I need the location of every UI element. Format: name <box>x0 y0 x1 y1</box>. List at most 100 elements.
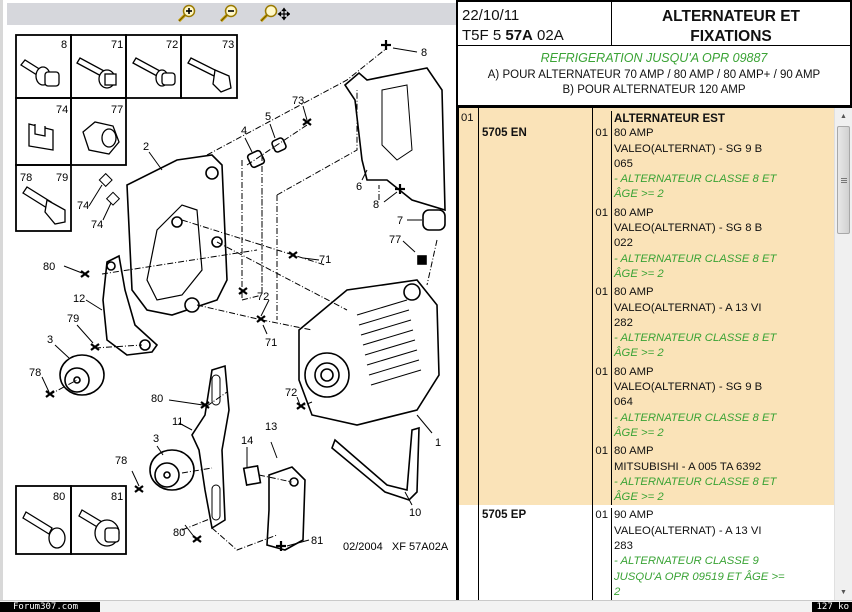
site-label: Forum307.com <box>0 602 100 612</box>
item-text: 022 <box>614 237 633 250</box>
fastener-mark <box>288 251 298 259</box>
item-note: - ALTERNATEUR CLASSE 8 ET <box>614 411 777 424</box>
qty-spacer <box>593 202 612 206</box>
part-note-line: - ALTERNATEUR CLASSE 8 ET <box>593 474 837 491</box>
header-date: 22/10/11 <box>462 7 520 24</box>
part-note-line: - ALTERNATEUR CLASSE 8 ET <box>593 331 837 347</box>
title-line-2: FIXATIONS <box>690 28 772 45</box>
scrollbar-thumb[interactable] <box>837 126 850 234</box>
clip-74-icon <box>28 123 54 151</box>
part-note-line: ÂGE >= 2 <box>593 187 837 203</box>
item-note: ÂGE >= 2 <box>614 188 664 201</box>
part-reference[interactable]: 5705 EN <box>479 108 593 506</box>
item-text: 80 AMP <box>614 206 654 219</box>
callout: 12 <box>73 293 85 305</box>
inset-label: 81 <box>111 491 123 503</box>
diagram-panel: 8 71 72 73 74 77 78 79 80 81 <box>0 0 457 600</box>
part-line: MITSUBISHI - A 005 TA 6392 <box>593 459 837 475</box>
callout: 71 <box>265 337 277 349</box>
item-text: MITSUBISHI - A 005 TA 6392 <box>614 460 762 473</box>
scroll-up-arrow-icon[interactable]: ▲ <box>840 112 847 120</box>
sleeve-4 <box>246 149 266 169</box>
zoom-out-button[interactable] <box>215 4 243 24</box>
bolt-8-icon <box>20 59 60 87</box>
page-title: ALTERNATEUR ET FIXATIONS <box>612 2 850 45</box>
item-text: VALEO(ALTERNAT) - SG 8 B <box>614 222 763 235</box>
scroll-down-arrow-icon[interactable]: ▼ <box>840 588 847 596</box>
qty-spacer <box>593 187 612 203</box>
qty-spacer <box>593 380 612 396</box>
qty-spacer <box>593 331 612 347</box>
inset-label: 78 <box>20 172 32 184</box>
inset-box-77 <box>70 97 127 166</box>
zoom-in-button[interactable] <box>173 4 201 24</box>
inset-label: 79 <box>56 172 68 184</box>
fastener-mark <box>238 287 248 295</box>
qty-spacer <box>593 141 612 157</box>
part-line: 022 <box>593 236 837 252</box>
callout: 74 <box>77 200 89 212</box>
callout: 80 <box>43 261 55 273</box>
callout: 79 <box>67 313 79 325</box>
item-text: 80 AMP <box>614 445 654 458</box>
nut-77-icon <box>82 121 120 155</box>
inset-label: 73 <box>222 39 234 51</box>
plate-14 <box>242 464 262 487</box>
qty-spacer <box>593 221 612 237</box>
bolt-72-icon <box>132 57 176 87</box>
fastener-mark <box>276 541 286 551</box>
inset-box-81 <box>70 485 127 555</box>
item-quantity: 01 <box>593 508 612 524</box>
ref-bold: 57A <box>505 27 533 44</box>
item-text: VALEO(ALTERNAT) - SG 9 B <box>614 142 763 155</box>
fastener-mark <box>80 270 90 278</box>
part-line: 065 <box>593 156 837 173</box>
callout: 7 <box>397 215 403 227</box>
part-line: 064 <box>593 395 837 411</box>
callout: 74 <box>91 219 103 231</box>
zoom-pan-icon <box>259 4 290 23</box>
inset-label: 80 <box>53 491 65 503</box>
callout: 78 <box>115 455 127 467</box>
bolt-73-icon <box>187 57 232 93</box>
qty-spacer <box>593 441 612 445</box>
callout: 72 <box>285 387 297 399</box>
bracket-13 <box>266 466 306 551</box>
part-note-line: - ALTERNATEUR CLASSE 8 ET <box>593 251 837 267</box>
vertical-scrollbar[interactable]: ▲ ▼ <box>834 108 852 600</box>
item-note: - ALTERNATEUR CLASSE 8 ET <box>614 475 777 488</box>
item-note: ÂGE >= 2 <box>614 347 664 360</box>
zoom-pan-button[interactable] <box>257 4 291 24</box>
callout: 71 <box>319 254 331 266</box>
callout: 1 <box>435 437 441 449</box>
parts-panel: 22/10/11 T5F 5 57A 02A ALTERNATEUR ET FI… <box>456 0 852 600</box>
qty-spacer <box>593 523 612 540</box>
qty-spacer <box>593 490 612 506</box>
callout: 5 <box>265 111 271 123</box>
qty-spacer <box>593 425 612 442</box>
belt-10 <box>331 426 420 501</box>
part-note-line: - ALTERNATEUR CLASSE 9 <box>593 554 837 570</box>
qty-spacer <box>593 569 612 585</box>
part-line: VALEO(ALTERNAT) - SG 9 B <box>593 380 837 396</box>
item-quantity: 01 <box>593 205 612 222</box>
qty-spacer <box>593 459 612 475</box>
callout: 77 <box>389 234 401 246</box>
part-reference[interactable]: 5705 EP <box>479 505 593 600</box>
fastener-mark <box>381 40 391 50</box>
part-note-line: ÂGE >= 2 <box>593 425 837 442</box>
qty-spacer <box>593 410 612 426</box>
item-note: ÂGE >= 2 <box>614 426 664 439</box>
item-note: - ALTERNATEUR CLASSE 8 ET <box>614 332 777 345</box>
subheader: REFRIGERATION JUSQU'A OPR 09887 A) POUR … <box>456 46 852 108</box>
inset-box-78-79 <box>15 164 72 232</box>
page-header: 22/10/11 T5F 5 57A 02A ALTERNATEUR ET FI… <box>456 0 852 46</box>
fastener-mark <box>90 343 100 351</box>
qty-spacer <box>593 539 612 555</box>
qty-spacer <box>593 300 612 316</box>
item-note: 2 <box>614 585 621 598</box>
